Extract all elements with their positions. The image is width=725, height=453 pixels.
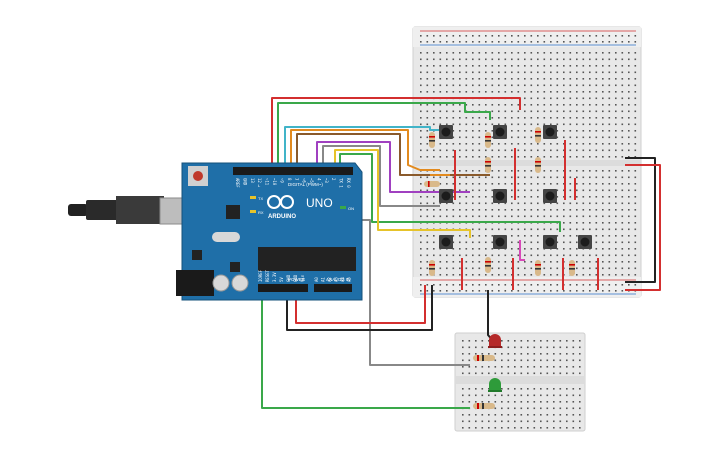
resistors — [424, 127, 575, 276]
resistor — [485, 157, 491, 173]
pin-label: ~11 — [265, 178, 270, 186]
resistor — [535, 157, 541, 173]
push-button[interactable] — [439, 235, 453, 249]
pin-label: A3 — [334, 277, 339, 282]
resistor — [569, 260, 575, 276]
usb-cable-icon — [68, 204, 88, 216]
pin-label: A2 — [327, 277, 332, 282]
l-led-label: L — [258, 183, 261, 188]
push-button[interactable] — [493, 189, 507, 203]
pin-label: A0 — [314, 277, 319, 282]
wires — [261, 97, 661, 409]
push-button[interactable] — [493, 125, 507, 139]
resistor — [424, 181, 440, 187]
arduino-logo-icon — [267, 195, 294, 209]
push-button[interactable] — [578, 235, 592, 249]
wire-orange — [290, 129, 440, 171]
pin-label: Vin — [300, 274, 305, 282]
wire-gray — [322, 145, 440, 207]
pin-label: A1 — [321, 277, 326, 282]
pin-label: GND — [286, 274, 291, 282]
pin-label: 4 — [316, 178, 321, 181]
push-button[interactable] — [543, 125, 557, 139]
wire-purple — [316, 141, 470, 193]
wire-red-right — [625, 164, 661, 291]
green-led-icon — [488, 378, 502, 392]
pin-label: 5V — [279, 277, 284, 282]
resistor — [535, 260, 541, 276]
resistor — [485, 257, 491, 273]
pin-label: 13 — [250, 178, 255, 183]
pin-label: GND — [293, 274, 298, 282]
pin-label: ~10 — [272, 178, 277, 186]
pin-label: IOREF — [258, 269, 263, 282]
wire-green-d3 — [339, 153, 561, 232]
tx-label: TX — [258, 196, 263, 201]
push-button[interactable] — [543, 235, 557, 249]
push-button[interactable] — [543, 189, 557, 203]
wire-yellow — [334, 149, 471, 238]
pin-label: ~6 — [302, 178, 307, 183]
atmega-chip — [258, 247, 356, 271]
pin-label: TX 1 — [339, 178, 344, 188]
led-resistor-1 — [473, 355, 495, 361]
resistor — [429, 132, 435, 148]
wire-black-right — [625, 157, 656, 283]
pin-label: A5 — [347, 277, 352, 282]
main-breadboard — [412, 26, 642, 298]
wire-pink — [519, 240, 525, 261]
pin-label: AREF — [235, 178, 240, 188]
analog-header-label: ANALOG IN — [326, 277, 351, 282]
pin-label: GND — [242, 178, 247, 186]
rx-label: RX — [258, 210, 264, 215]
pin-label: 12 — [257, 178, 262, 183]
power-header-label: POWER — [288, 277, 306, 282]
pin-label: 2 — [331, 178, 336, 181]
resistor — [485, 132, 491, 148]
digital-header-label: DIGITAL (PWM~) — [288, 182, 323, 187]
wire-cyan — [284, 126, 440, 168]
push-button[interactable] — [439, 189, 453, 203]
power-jack — [176, 270, 214, 296]
arduino-uno-board: ARDUINO UNO DIGITAL (PWM~) POWER ANALOG … — [68, 162, 363, 301]
on-led-label: ON — [348, 206, 354, 211]
model-text: UNO — [306, 196, 333, 210]
push-button[interactable] — [493, 235, 507, 249]
led-indicators — [473, 334, 502, 409]
pin-label: RESET — [265, 269, 270, 282]
resistor — [429, 260, 435, 276]
pin-label: 7 — [294, 178, 299, 181]
resistor — [535, 127, 541, 143]
wire-black-gnd — [286, 285, 433, 331]
pin-label: ~5 — [309, 178, 314, 183]
pin-label: A4 — [340, 277, 345, 282]
brand-text: ARDUINO — [268, 214, 296, 220]
pin-label: 8 — [287, 178, 292, 181]
push-button[interactable] — [439, 125, 453, 139]
push-buttons — [439, 125, 592, 249]
wire-red-pwr — [295, 285, 426, 324]
pin-label: 3.3V — [272, 272, 277, 282]
pin-label: ~3 — [324, 178, 329, 183]
red-led-icon — [488, 334, 502, 348]
pin-label: RX 0 — [346, 178, 351, 188]
led-resistor-2 — [473, 403, 495, 409]
wire-red-5v — [271, 97, 521, 168]
small-breadboard — [454, 332, 586, 432]
pin-label: ~9 — [279, 178, 284, 183]
wire-green-d13 — [277, 102, 491, 168]
